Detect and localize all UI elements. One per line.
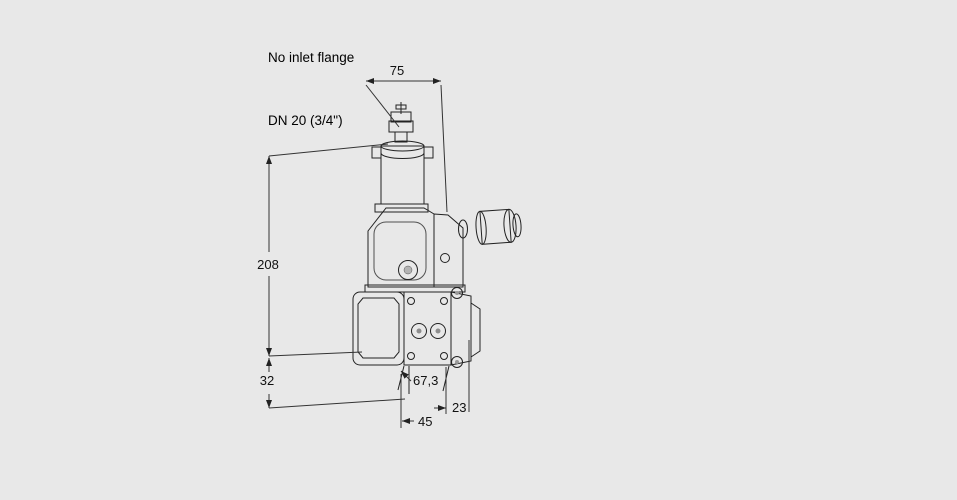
outlet-bolt-bottom-center <box>455 360 459 364</box>
dim-67-3-label: 67,3 <box>413 373 438 388</box>
connector-neck <box>394 131 408 143</box>
actuator-cover-contour <box>373 221 427 281</box>
dim-45-label: 45 <box>418 414 432 429</box>
dim-75-label: 75 <box>390 63 404 78</box>
pressure-port-left <box>411 323 427 339</box>
outlet-pipe-face <box>470 302 481 358</box>
valve-body-group <box>352 102 522 394</box>
inlet-strainer-mesh <box>357 297 400 359</box>
dimension-75: 75 <box>365 63 448 213</box>
housing-screw-br <box>440 352 448 360</box>
knob-right-cap <box>503 208 517 243</box>
dim-208-ext-top <box>268 143 389 157</box>
connector-block-lower <box>388 120 414 133</box>
knob-knurled-body <box>479 208 512 245</box>
actuator-side-face <box>433 213 464 288</box>
cylinder-top-cap <box>380 140 425 152</box>
knob-boss <box>458 219 468 239</box>
manual-knob <box>475 208 522 245</box>
outlet-bolt-top <box>451 287 463 299</box>
outlet-bolt-top-center <box>455 291 459 295</box>
dim-32-label: 32 <box>260 373 274 388</box>
drawing-notes: No inlet flange DN 20 (3/4") <box>268 5 354 152</box>
pressure-port-right <box>430 323 446 339</box>
dim-75-ext-right <box>440 84 448 213</box>
dim-75-ext-left <box>365 84 400 128</box>
knob-left-face <box>475 210 487 245</box>
dimension-45: 45 <box>400 374 432 429</box>
cylinder-shell <box>380 145 425 205</box>
top-connector <box>388 102 414 143</box>
cylinder-base-flange <box>374 203 429 213</box>
outlet-bolt-bottom <box>451 356 463 368</box>
knob-tip <box>512 213 522 238</box>
inlet-flange-plate <box>352 291 405 366</box>
sight-hole <box>398 260 418 280</box>
cylinder-tab-left <box>371 146 382 159</box>
dimension-67-3: 67,3 <box>400 370 438 388</box>
pressure-port-left-center <box>416 328 422 334</box>
connector-crossbar <box>395 104 407 110</box>
dimension-23: 23 <box>434 340 470 415</box>
cylinder-band <box>380 152 425 159</box>
pressure-port-right-center <box>435 328 441 334</box>
dimension-32: 32 <box>260 358 406 409</box>
actuator-body <box>367 207 468 288</box>
housing-front-face <box>403 291 452 366</box>
cylinder-tab-right <box>423 146 434 159</box>
housing-screw-bl <box>407 352 415 360</box>
note-line-1: No inlet flange <box>268 50 355 65</box>
housing-screw-tl <box>407 297 415 305</box>
dim-208-ext-bottom <box>268 351 363 357</box>
dim-23-label: 23 <box>452 400 466 415</box>
housing-screw-tr <box>440 297 448 305</box>
note-line-2: DN 20 (3/4") <box>268 113 343 128</box>
dim-67-3-leader <box>400 370 412 382</box>
valve-housing <box>352 287 481 394</box>
dimension-208: 208 <box>257 143 389 357</box>
mid-flange-band <box>364 284 466 293</box>
sight-hole-center <box>403 265 413 275</box>
dim-208-label: 208 <box>257 257 279 272</box>
side-screw <box>440 253 450 263</box>
outlet-flange <box>450 291 472 366</box>
dim-32-ext-bottom <box>268 398 406 409</box>
solenoid-cylinder <box>371 140 434 213</box>
